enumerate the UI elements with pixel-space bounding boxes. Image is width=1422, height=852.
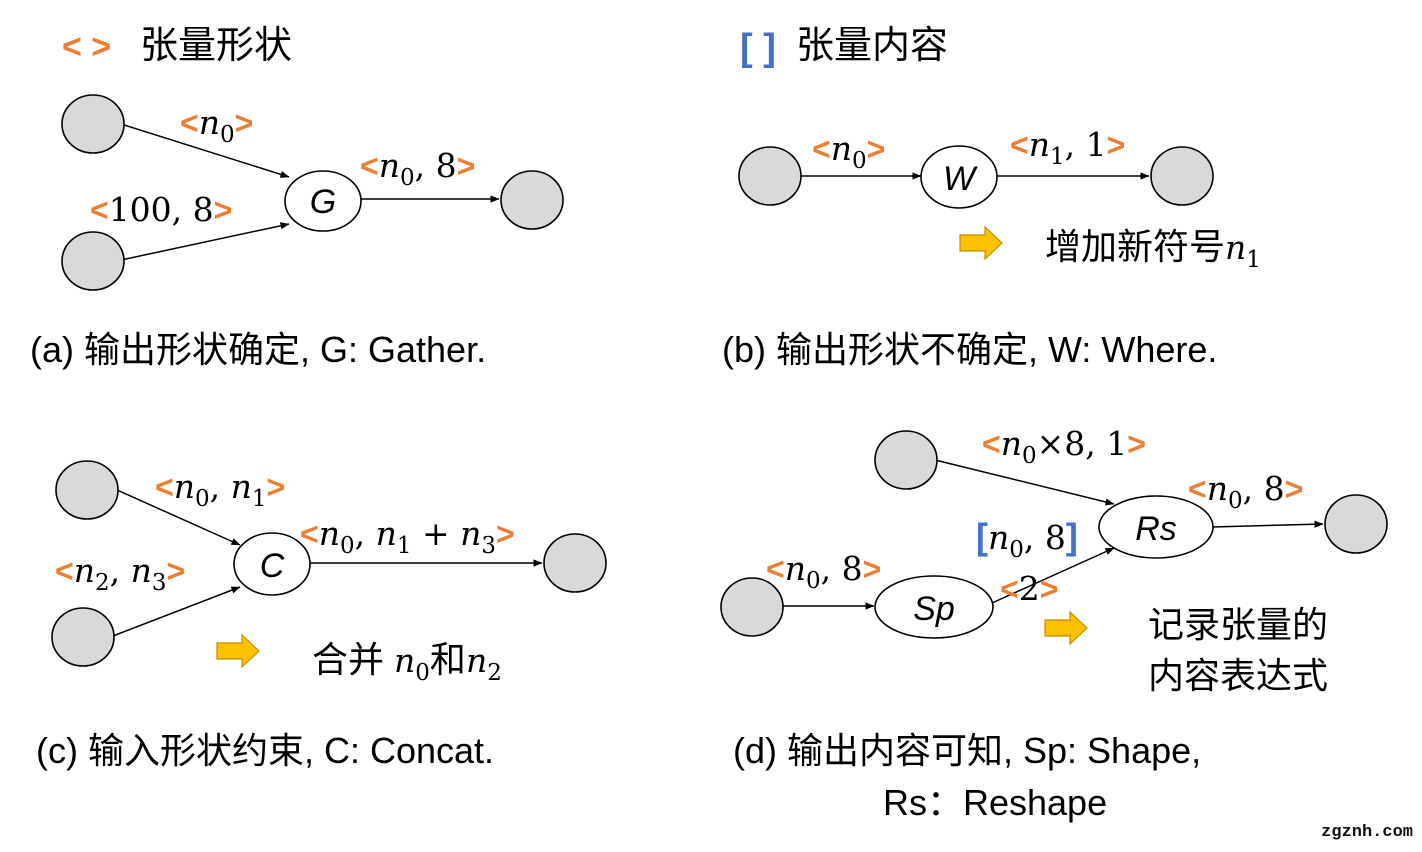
legend-shape-brackets: < >	[62, 28, 111, 66]
edge-d-top	[934, 459, 1115, 506]
edge-label-d-out: <n0​, 8>	[1188, 469, 1303, 514]
edge-d-out	[1211, 520, 1324, 528]
caption-d-line2: Rs：Reshape	[883, 782, 1107, 823]
right-arrow-icon	[959, 225, 1003, 261]
note-b: 增加新符号n1​	[1045, 226, 1261, 273]
edge-d-sp-rs	[991, 547, 1115, 604]
input-node	[55, 460, 119, 520]
note-c: 合并 n0​和n2​	[312, 639, 502, 686]
edge-label-a-in1: <n0​>	[180, 103, 253, 148]
edge-c-in1	[116, 489, 241, 546]
op-label-where: W	[943, 160, 978, 198]
note-d-line2: 内容表达式	[1148, 655, 1328, 696]
input-node	[874, 430, 938, 490]
gather-op-node	[284, 170, 362, 232]
right-arrow-icon	[1044, 610, 1088, 646]
legend-content-brackets: [ ]	[740, 27, 776, 69]
legend-content: [ ] 张量内容	[740, 25, 948, 69]
reshape-op-node	[1098, 495, 1214, 559]
edge-label-d-sp-content: [n0​, 8]	[976, 516, 1078, 563]
legend-shape-label: 张量形状	[140, 25, 292, 67]
caption-a: (a) 输出形状确定, G: Gather.	[30, 329, 486, 370]
panel-b: W <n0​> <n1​, 1> 增加新符号n1​ (b) 输出形状不确定, W…	[722, 125, 1261, 370]
where-op-node	[920, 145, 998, 209]
edge-label-c-in2: <n2​, n3​>	[55, 551, 185, 596]
edge-label-d-sp-shape: <2>	[1000, 569, 1058, 608]
output-node	[1150, 146, 1214, 206]
panel-c: C <n0​, n1​> <n2​, n3​> <n0​, n1​ + n3​>…	[36, 460, 607, 771]
input-node	[61, 94, 125, 154]
edge-a-in1	[120, 123, 290, 178]
edge-label-a-in2: <100, 8>	[90, 190, 232, 229]
caption-c: (c) 输入形状约束, C: Concat.	[36, 730, 494, 771]
edge-label-a-out: <n0​, 8>	[360, 146, 475, 191]
shape-op-node	[874, 575, 994, 639]
input-node	[61, 231, 125, 291]
legend-shape: < > 张量形状	[62, 25, 292, 67]
edge-label-b-out: <n1​, 1>	[1010, 125, 1125, 170]
edge-label-c-in1: <n0​, n1​>	[155, 467, 285, 512]
edge-label-b-in: <n0​>	[812, 129, 885, 174]
output-node	[543, 533, 607, 593]
output-node	[1324, 494, 1388, 554]
concat-op-node	[233, 532, 311, 596]
op-label-gather: G	[310, 183, 336, 221]
op-label-shape: Sp	[913, 590, 955, 628]
note-d-line1: 记录张量的	[1148, 604, 1328, 645]
caption-b: (b) 输出形状不确定, W: Where.	[722, 329, 1217, 370]
edge-c-in2	[112, 586, 241, 637]
input-node	[51, 607, 115, 667]
right-arrow-icon	[216, 633, 260, 669]
edge-label-d-top: <n0​×8, 1>	[982, 424, 1146, 469]
math-n0: n0​	[199, 103, 235, 148]
caption-d-line1: (d) 输出内容可知, Sp: Shape,	[733, 730, 1201, 771]
legend-content-label: 张量内容	[796, 25, 948, 67]
watermark: zgznh.com	[1296, 814, 1422, 844]
edge-a-in2	[120, 222, 290, 261]
output-node	[500, 170, 564, 230]
panel-a: G <n0​> <100, 8> <n0​, 8> (a) 输出形状确定, G:…	[30, 94, 564, 370]
op-label-concat: C	[260, 547, 285, 585]
input-node	[738, 146, 802, 206]
edge-label-d-in: <n0​, 8>	[766, 549, 881, 594]
input-node	[720, 577, 784, 637]
panel-d: Sp Rs <n0​×8, 1> <n0​, 8> [n0​, 8] <2> <…	[720, 424, 1388, 823]
watermark-text: zgznh.com	[1321, 823, 1413, 842]
op-label-reshape: Rs	[1135, 510, 1177, 548]
edge-label-c-out: <n0​, n1​ + n3​>	[300, 514, 515, 559]
